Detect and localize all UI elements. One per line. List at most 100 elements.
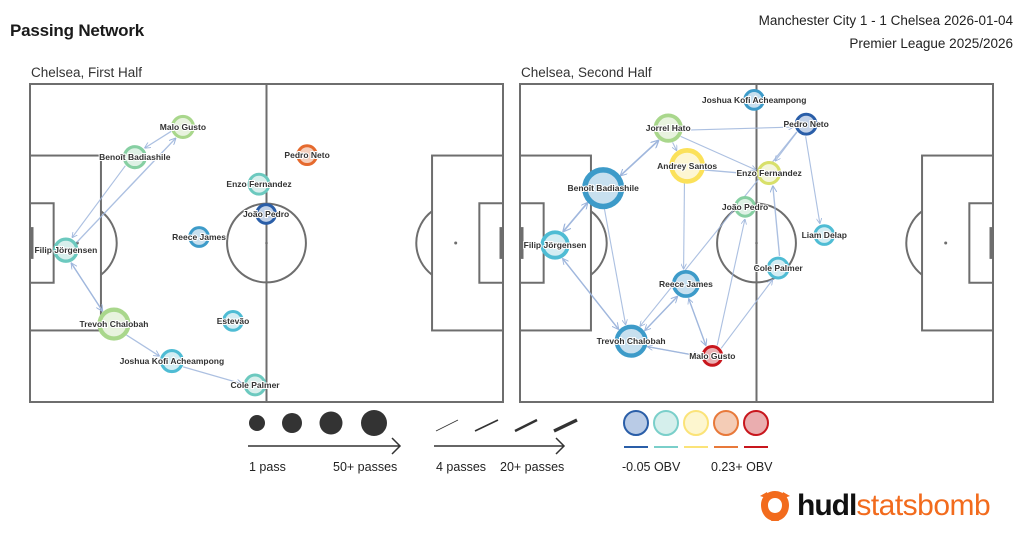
player-label: Reece James (659, 279, 713, 289)
penalty-arc-right (415, 210, 433, 276)
player-node: Benoît Badiashile (98, 145, 172, 170)
pass-edge (603, 208, 625, 325)
player-node-circle (188, 226, 210, 248)
player-label: Benoît Badiashile (568, 183, 640, 193)
pass-edge (183, 366, 242, 384)
six-yard-box-right (968, 202, 994, 284)
player-node: Trevoh Chalobah (78, 307, 149, 341)
player-node: Cole Palmer (753, 256, 804, 280)
size-legend-dot-1 (249, 415, 265, 431)
penalty-arc-left (100, 210, 118, 276)
pass-edge (720, 280, 772, 349)
panel-title-first-half: Chelsea, First Half (31, 65, 143, 80)
player-label: Trevoh Chalobah (79, 319, 148, 329)
logo-statsbomb-text: statsbomb (856, 489, 991, 522)
player-node-circle (122, 145, 147, 170)
obv-legend-circle (653, 410, 679, 436)
player-node: Joshua Kofi Acheampong (119, 349, 225, 374)
pass-edge (645, 295, 679, 330)
player-label: Filip Jörgensen (34, 245, 97, 255)
player-node-circle (671, 269, 700, 298)
pass-edge (689, 299, 707, 347)
player-node: Joshua Kofi Acheampong (701, 89, 807, 111)
width-legend-line-4 (553, 418, 578, 433)
player-label: Malo Gusto (689, 351, 735, 361)
width-legend-line-3 (514, 418, 538, 433)
obv-legend-circle (743, 410, 769, 436)
player-node: Reece James (658, 269, 714, 298)
player-label: Jorrel Hato (646, 123, 691, 133)
pass-edge (563, 259, 620, 331)
pass-edges (70, 130, 242, 384)
penalty-box-right (431, 154, 504, 332)
player-node-circle (582, 167, 625, 210)
player-node-circle (701, 345, 724, 367)
size-legend-dot-3 (319, 411, 343, 435)
player-label: Filip Jörgensen (524, 240, 587, 250)
player-node-circle (757, 160, 782, 186)
player-label: Joshua Kofi Acheampong (120, 356, 225, 366)
player-node-circle (53, 237, 79, 263)
statsbomb-logo-icon (760, 491, 790, 521)
pass-edge (621, 139, 660, 176)
player-label: Pedro Neto (783, 119, 828, 129)
width-legend-arrowhead (555, 437, 566, 455)
center-spot (265, 241, 268, 245)
player-label: Trevoh Chalobah (597, 336, 666, 346)
goal-right (989, 227, 993, 259)
center-circle (716, 202, 797, 284)
width-legend-min-label: 4 passes (436, 460, 487, 474)
legend (248, 410, 769, 455)
player-label: Joshua Kofi Acheampong (702, 95, 807, 105)
pass-edge (126, 334, 159, 356)
penalty-arc-left (590, 210, 608, 276)
penalty-arc-right (905, 210, 923, 276)
player-node-circle (540, 230, 570, 260)
penalty-spot-right (944, 241, 948, 245)
player-node: João Pedro (721, 195, 769, 218)
pass-edge (145, 130, 172, 147)
obv-legend-circle (713, 410, 739, 436)
player-label: Benoît Badiashile (99, 152, 171, 162)
pass-edge (673, 142, 677, 150)
player-label: Liam Delap (802, 230, 847, 240)
player-node: Malo Gusto (159, 114, 207, 139)
player-node: João Pedro (242, 203, 290, 225)
player-node-circle (614, 324, 648, 358)
pass-edge (680, 135, 756, 169)
player-nodes: Filip Jörgensen Benoît Badiashile Jorrel H… (523, 89, 848, 367)
pass-edge (773, 186, 781, 257)
player-label: Pedro Neto (284, 150, 329, 160)
pitch-first-half: Filip Jörgensen Benoît Badiashile Malo Gus… (29, 83, 505, 403)
size-legend-arrowhead (391, 437, 402, 455)
player-node-circle (243, 373, 267, 397)
goal-left (520, 227, 524, 259)
player-label: Malo Gusto (160, 122, 206, 132)
center-spot (755, 241, 758, 245)
player-node-circle (170, 114, 195, 139)
player-node-circle (296, 144, 318, 167)
pass-edge (704, 169, 755, 174)
size-legend-dot-2 (282, 413, 302, 433)
player-node-circle (222, 310, 244, 332)
pass-edge (71, 263, 104, 313)
width-legend (434, 418, 578, 455)
player-node: Estevão (216, 310, 250, 332)
obv-legend-min-label: -0.05 OBV (622, 460, 681, 474)
player-node: Pedro Neto (782, 112, 830, 136)
player-node-circle (255, 203, 277, 225)
player-node: Benoît Badiashile (567, 167, 640, 210)
width-legend-line-2 (474, 419, 499, 432)
player-label: João Pedro (243, 209, 289, 219)
player-node-circle (159, 349, 184, 374)
player-node-circle (97, 307, 131, 341)
player-node-circle (669, 148, 705, 184)
penalty-spot-right (454, 241, 458, 245)
player-node: Cole Palmer (229, 373, 281, 397)
panel-title-second-half: Chelsea, Second Half (521, 65, 652, 80)
player-node: Enzo Fernandez (736, 160, 803, 186)
pitch-second-half: Filip Jörgensen Benoît Badiashile Jorrel H… (519, 83, 994, 403)
player-node: Filip Jörgensen (33, 237, 98, 263)
